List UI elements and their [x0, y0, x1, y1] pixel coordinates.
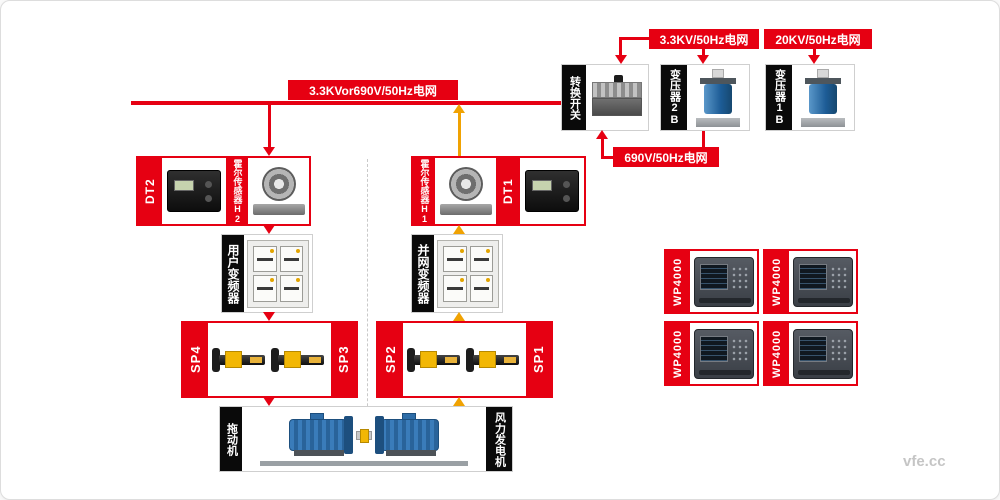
- line-dt1-to-bus: [458, 113, 461, 156]
- transformer-icon: [687, 65, 749, 130]
- line-33kv-branch-h: [619, 37, 649, 40]
- torque-sensor-pair: [403, 323, 526, 396]
- wp4000-unit: WP4000: [664, 321, 759, 386]
- drag-motor-label: 拖动机: [220, 407, 242, 471]
- grid-converter-unit: 并网变频器: [411, 234, 503, 313]
- wp4000-label: WP4000: [666, 323, 690, 384]
- bus-label: 3.3KVor690V/50Hz电网: [288, 80, 458, 100]
- wp4000-unit: WP4000: [763, 321, 858, 386]
- hall-sensor-icon: [248, 158, 309, 224]
- watermark: vfe.cc: [903, 453, 946, 470]
- dt2-unit: DT2 霍尔传感器H2: [136, 156, 311, 226]
- torque-sensor-icon: [211, 345, 268, 375]
- sp1-label: SP1: [526, 323, 551, 396]
- wp4000-unit: WP4000: [664, 249, 759, 314]
- machine-set-unit: 拖动机 风力发电机: [219, 406, 513, 472]
- converter-cabinet-icon: [244, 235, 312, 312]
- grid-20kv-label: 20KV/50Hz电网: [764, 29, 872, 49]
- line-bus-to-dt2: [268, 105, 271, 147]
- transformer-1b-unit: 变压器1B: [765, 64, 855, 131]
- wp4000-unit: WP4000: [763, 249, 858, 314]
- center-dashed-separator: [367, 159, 368, 471]
- arrow-sp-to-drag-motor: [263, 397, 275, 406]
- arrow-bus-to-dt2: [263, 147, 275, 156]
- sp4-sp3-unit: SP4 SP3: [181, 321, 358, 398]
- arrow-user-converter-to-sp: [263, 312, 275, 321]
- transformer-1b-label: 变压器1B: [766, 65, 792, 130]
- torque-sensor-icon: [271, 345, 327, 375]
- line-690v-branch-v: [601, 139, 604, 159]
- user-converter-label: 用户变频器: [222, 235, 244, 312]
- transformer-icon: [792, 65, 854, 130]
- arrow-dt2-to-user-converter: [263, 225, 275, 234]
- sp4-label: SP4: [183, 323, 208, 396]
- arrow-grid-converter-to-dt1: [453, 225, 465, 234]
- sp2-label: SP2: [378, 323, 403, 396]
- torque-sensor-icon: [406, 345, 463, 375]
- wp4000-label: WP4000: [666, 251, 690, 312]
- transformer-2b-unit: 变压器2B: [660, 64, 750, 131]
- line-33kv-branch-v: [619, 37, 622, 56]
- arrow-690v-to-switch: [596, 130, 608, 139]
- wp4000-instrument-icon: [690, 323, 757, 384]
- torque-sensor-icon: [466, 345, 522, 375]
- dt-instrument-icon: [520, 158, 584, 224]
- arrow-sp-to-grid-converter: [453, 312, 465, 321]
- wp4000-instrument-icon: [690, 251, 757, 312]
- arrow-dt1-to-bus: [453, 104, 465, 113]
- hall-sensor-icon: [435, 158, 496, 224]
- sp3-label: SP3: [331, 323, 356, 396]
- arrow-20kv-to-1b: [808, 55, 820, 64]
- wp4000-label: WP4000: [765, 323, 789, 384]
- wp4000-instrument-icon: [789, 323, 856, 384]
- hall-sensor-h1-label: 霍尔传感器H1: [413, 158, 435, 224]
- transfer-switch-label: 转换开关: [562, 65, 586, 130]
- grid-converter-label: 并网变频器: [412, 235, 434, 312]
- sp2-sp1-unit: SP2 SP1: [376, 321, 553, 398]
- hall-sensor-h2-label: 霍尔传感器H2: [226, 158, 248, 224]
- wp4000-instrument-icon: [789, 251, 856, 312]
- line-690v-branch-h: [601, 156, 613, 159]
- line-33kv-to-2b: [702, 49, 705, 56]
- grid-690v-label: 690V/50Hz电网: [613, 147, 719, 167]
- transformer-2b-label: 变压器2B: [661, 65, 687, 130]
- motor-pair-icon: [242, 407, 486, 471]
- dt2-label: DT2: [138, 158, 162, 224]
- arrow-33kv-to-switch: [615, 55, 627, 64]
- transfer-switch-icon: [586, 65, 648, 130]
- transfer-switch-unit: 转换开关: [561, 64, 649, 131]
- arrow-33kv-to-2b: [697, 55, 709, 64]
- dt1-label: DT1: [496, 158, 520, 224]
- wind-generator-label: 风力发电机: [486, 407, 512, 471]
- line-20kv-to-1b: [813, 49, 816, 56]
- grid-3-3kv-label: 3.3KV/50Hz电网: [649, 29, 759, 49]
- arrow-generator-to-sp: [453, 397, 465, 406]
- torque-sensor-pair: [208, 323, 331, 396]
- line-2b-to-690v: [702, 131, 705, 147]
- bus-line: [131, 101, 561, 105]
- dt-instrument-icon: [162, 158, 226, 224]
- converter-cabinet-icon: [434, 235, 502, 312]
- dt1-unit: 霍尔传感器H1 DT1: [411, 156, 586, 226]
- user-converter-unit: 用户变频器: [221, 234, 313, 313]
- wp4000-label: WP4000: [765, 251, 789, 312]
